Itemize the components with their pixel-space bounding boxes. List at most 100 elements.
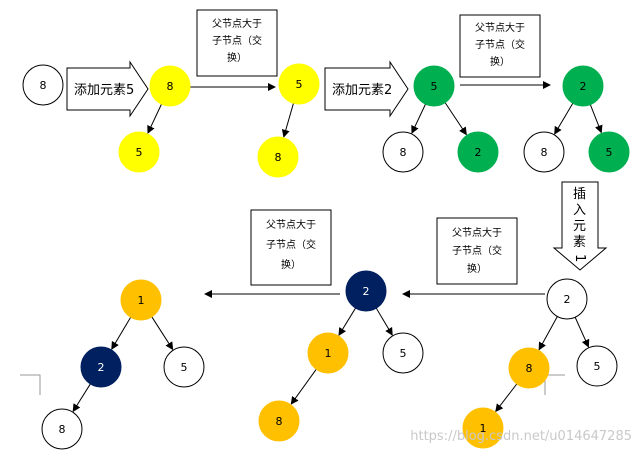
- tree-node-n-s5-ll: 1: [462, 407, 504, 449]
- tree-edge-n-s7-root-to-n-s7-left: [111, 316, 132, 350]
- node-circle: [307, 332, 349, 374]
- tree-node-n-s2-root: 5: [278, 63, 320, 105]
- tree-edge-n-s7-root-to-n-s7-right: [151, 316, 174, 351]
- node-circle: [576, 345, 618, 387]
- node-value: 5: [431, 80, 438, 93]
- node-circle: [462, 407, 504, 449]
- node-value: 2: [475, 146, 482, 159]
- swap-note-3: 父节点大于 子节点（交 换）: [250, 209, 332, 286]
- tree-edge-n-s3-root-to-n-s3-right: [444, 102, 467, 136]
- node-value: 8: [541, 146, 548, 159]
- insert-element-1-label: 插 入 元 素 1: [572, 187, 587, 262]
- tree-edge-n-s1-root-to-n-s1-left: [147, 103, 162, 134]
- node-value: 1: [480, 422, 487, 435]
- insert-char-1: 插: [573, 187, 586, 202]
- tree-node-n-s6-left: 1: [307, 332, 349, 374]
- node-value: 8: [276, 415, 283, 428]
- swap-note-line: 换）: [490, 55, 510, 68]
- swap-note-line: 子节点（交: [452, 244, 502, 257]
- swap-note-2: 父节点大于 子节点（交 换）: [459, 14, 541, 78]
- tree-node-n-s4-right: 5: [588, 131, 630, 173]
- insert-char-3: 元: [573, 219, 586, 234]
- tree-edge-n-s2-root-to-n-s2-left: [281, 103, 294, 138]
- tree-node-n-s5-root: 2: [546, 278, 588, 320]
- node-value: 8: [526, 362, 533, 375]
- node-circle: [163, 346, 205, 388]
- node-value: 5: [181, 361, 188, 374]
- swap-note-line: 子节点（交: [266, 238, 316, 251]
- add-element-2-label: 添加元素2: [332, 83, 392, 98]
- tree-node-n-s4-left: 8: [523, 131, 565, 173]
- swap-note-4: 父节点大于 子节点（交 换）: [436, 217, 518, 285]
- tree-node-n-s5-left: 8: [508, 347, 550, 389]
- node-circle: [457, 131, 499, 173]
- tree-edge-n-s7-left-to-n-s7-ll: [72, 383, 91, 413]
- insert-char-2: 入: [573, 203, 586, 218]
- tree-edge-n-s3-root-to-n-s3-left: [411, 103, 426, 134]
- tree-edges: [72, 102, 603, 413]
- node-circle: [382, 131, 424, 173]
- node-value: 2: [98, 361, 105, 374]
- node-value: 1: [325, 347, 332, 360]
- tree-edge-n-s4-root-to-n-s4-right: [589, 104, 603, 134]
- corner-mark-left: [20, 374, 41, 395]
- tree-edge-n-s6-left-to-n-s6-ll: [290, 368, 317, 405]
- tree-node-n-s3-left: 8: [382, 131, 424, 173]
- swap-note-line: 换）: [281, 258, 301, 271]
- node-circle: [80, 346, 122, 388]
- tree-edge-n-s4-root-to-n-s4-left: [554, 102, 574, 135]
- swap-note-line: 换）: [467, 262, 487, 275]
- node-circle: [523, 131, 565, 173]
- node-circle: [257, 136, 299, 178]
- swap-note-line: 子节点（交: [212, 34, 262, 47]
- tree-node-n-s6-right: 5: [382, 332, 424, 374]
- tree-edge-n-s5-left-to-n-s5-ll: [495, 383, 518, 413]
- node-value: 5: [400, 347, 407, 360]
- node-value: 2: [564, 293, 571, 306]
- tree-node-n-s5-right: 5: [576, 345, 618, 387]
- node-value: 2: [580, 80, 587, 93]
- node-value: 8: [400, 146, 407, 159]
- swap-note-line: 父节点大于: [212, 17, 262, 30]
- corner-mark-right: [544, 374, 565, 395]
- node-value: 8: [275, 151, 282, 164]
- node-circle: [258, 400, 300, 442]
- node-value: 1: [138, 294, 145, 307]
- node-value: 8: [167, 80, 174, 93]
- tree-node-n-s1-left: 5: [118, 131, 160, 173]
- swap-note-line: 父节点大于: [266, 218, 316, 231]
- swap-note-line: 父节点大于: [475, 21, 525, 34]
- node-circle: [120, 279, 162, 321]
- add-element-5-label: 添加元素5: [74, 83, 134, 98]
- node-value: 5: [136, 146, 143, 159]
- node-circle: [22, 64, 64, 106]
- node-value: 5: [296, 78, 303, 91]
- insert-element-1-arrow: 插 入 元 素 1: [552, 181, 608, 271]
- add-element-5-arrow: 添加元素5: [66, 60, 149, 118]
- tree-node-n-s6-root: 2: [345, 270, 387, 312]
- node-circle: [149, 65, 191, 107]
- node-value: 2: [363, 285, 370, 298]
- tree-node-n-s6-ll: 8: [258, 400, 300, 442]
- swap-note-line: 父节点大于: [452, 226, 502, 239]
- tree-node-n-s2-left: 8: [257, 136, 299, 178]
- node-value: 8: [40, 79, 47, 92]
- tree-edge-n-s6-root-to-n-s6-right: [375, 307, 393, 336]
- tree-edge-n-s6-root-to-n-s6-left: [338, 307, 356, 336]
- tree-node-n-s3-right: 2: [457, 131, 499, 173]
- watermark: https://blog.csdn.net/u014647285: [410, 429, 632, 444]
- tree-node-n-s7-right: 5: [163, 346, 205, 388]
- add-element-2-arrow: 添加元素2: [324, 60, 409, 118]
- node-circle: [118, 131, 160, 173]
- node-circle: [508, 347, 550, 389]
- tree-node-n-s1-root: 8: [149, 65, 191, 107]
- swap-note-1: 父节点大于 子节点（交 换）: [196, 9, 278, 77]
- node-circle: [546, 278, 588, 320]
- node-circle: [345, 270, 387, 312]
- tree-node-n-s3-root: 5: [413, 65, 455, 107]
- node-value: 5: [606, 146, 613, 159]
- tree-edge-n-s5-root-to-n-s5-left: [538, 316, 558, 351]
- tree-node-n-s7-left: 2: [80, 346, 122, 388]
